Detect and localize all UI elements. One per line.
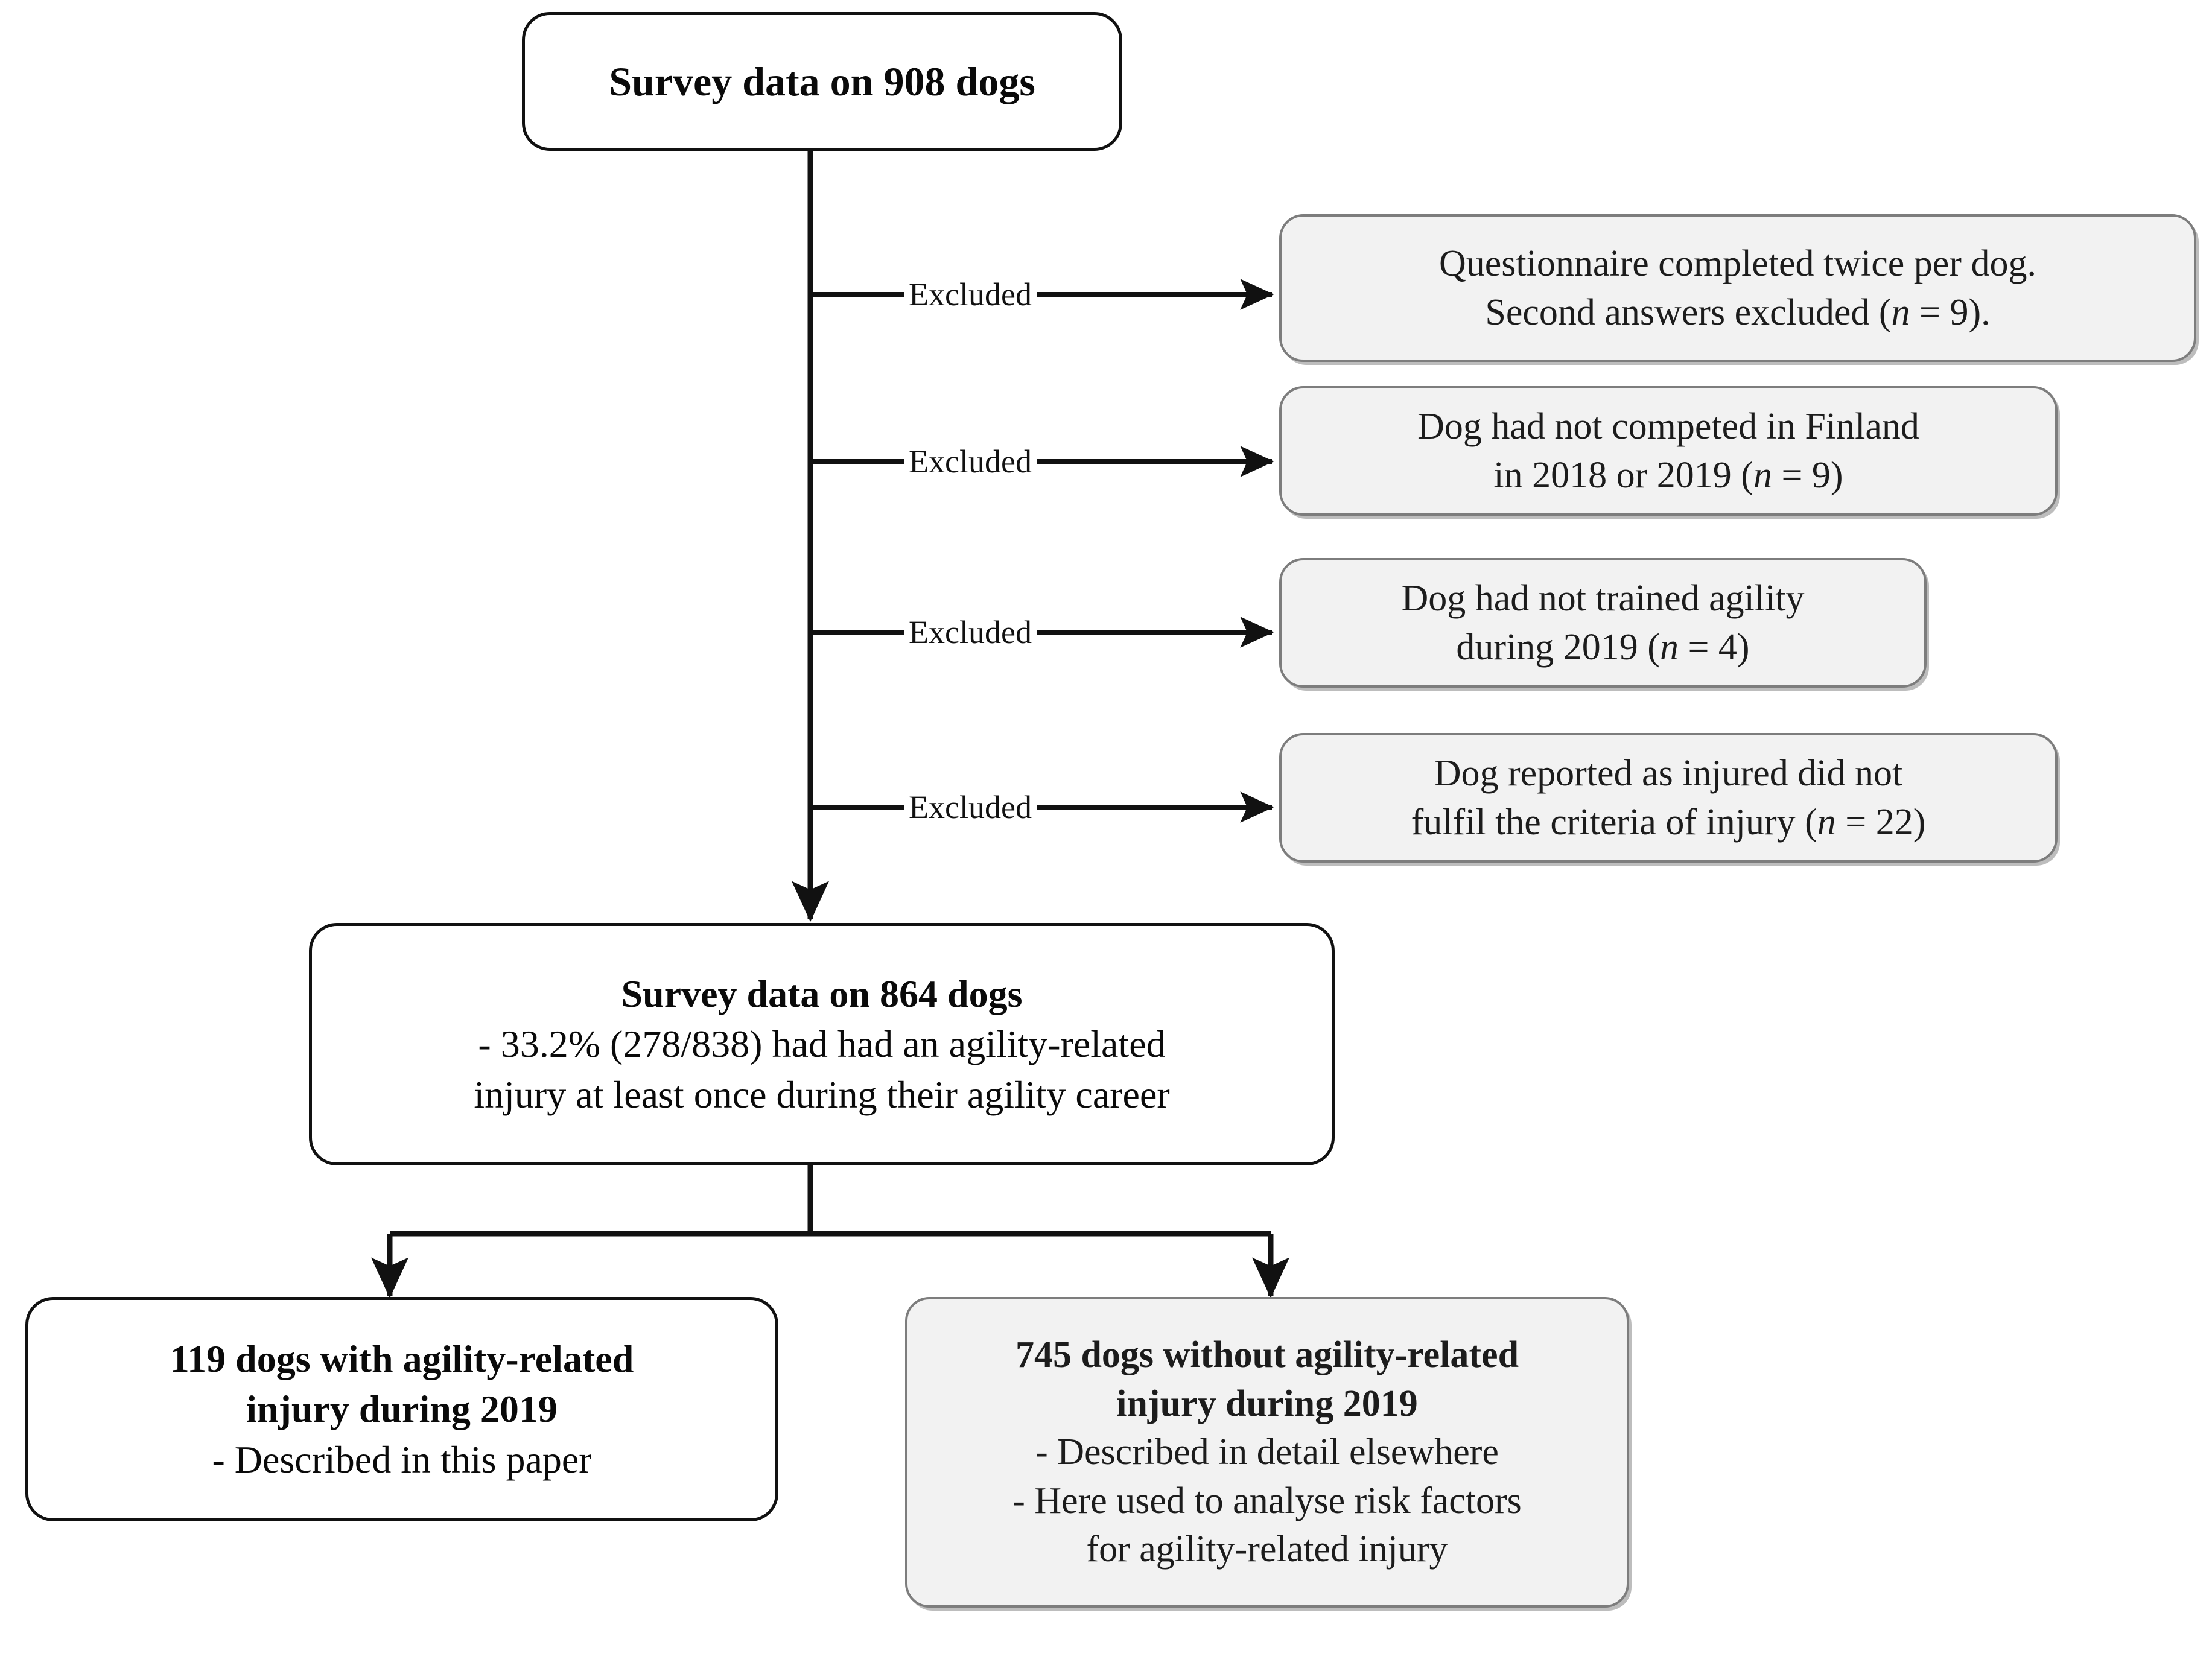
node-survey-908-dogs: Survey data on 908 dogs [522, 12, 1122, 151]
node-line-text: Dog had not trained agility [1401, 577, 1805, 619]
node-line: fulfil the criteria of injury (n = 22) [1411, 798, 1926, 847]
node-line-suffix: = 22) [1835, 801, 1926, 843]
node-line: during 2019 (n = 4) [1456, 623, 1749, 672]
node-line: Dog reported as injured did not [1434, 749, 1903, 798]
edge-label-excluded-1: Excluded [904, 277, 1037, 312]
node-line: 745 dogs without agility-related [1015, 1334, 1519, 1376]
edge-label-excluded-2: Excluded [904, 444, 1037, 479]
node-line-text: Second answers excluded ( [1485, 291, 1892, 333]
node-line: for agility-related injury [1086, 1529, 1448, 1570]
node-line: - Described in this paper [212, 1438, 592, 1481]
node-line: Dog had not competed in Finland [1417, 402, 1919, 451]
node-line: Second answers excluded (n = 9). [1485, 288, 1990, 337]
node-exclusion-3-not-trained-agility: Dog had not trained agility during 2019 … [1279, 558, 1927, 688]
node-line: injury during 2019 [1116, 1383, 1418, 1424]
node-line: injury at least once during their agilit… [474, 1073, 1170, 1116]
node-survey-864-dogs: Survey data on 864 dogs - 33.2% (278/838… [309, 923, 1335, 1165]
node-line: Survey data on 908 dogs [609, 58, 1035, 104]
connector-fork [370, 1165, 1290, 1299]
node-line: Survey data on 864 dogs [621, 972, 1023, 1016]
node-line: - Described in detail elsewhere [1035, 1431, 1499, 1473]
n-symbol: n [1817, 801, 1836, 843]
node-line-suffix: = 9) [1772, 454, 1843, 496]
node-line-text: fulfil the criteria of injury ( [1411, 801, 1817, 843]
edge-label-excluded-3: Excluded [904, 615, 1037, 650]
n-symbol: n [1891, 291, 1910, 333]
node-exclusion-4-criteria-not-fulfilled: Dog reported as injured did not fulfil t… [1279, 733, 2058, 863]
node-line: in 2018 or 2019 (n = 9) [1493, 451, 1843, 500]
node-line: Dog had not trained agility [1401, 574, 1804, 623]
edge-label-excluded-4: Excluded [904, 790, 1037, 825]
node-line-suffix: = 9). [1910, 291, 1991, 333]
node-line: - Here used to analyse risk factors [1012, 1480, 1522, 1521]
node-line: - 33.2% (278/838) had had an agility-rel… [478, 1022, 1166, 1066]
node-line: Questionnaire completed twice per dog. [1439, 239, 2036, 288]
node-119-dogs-with-injury: 119 dogs with agility-related injury dur… [25, 1297, 778, 1521]
node-line-text: in 2018 or 2019 ( [1493, 454, 1753, 496]
node-745-dogs-without-injury: 745 dogs without agility-related injury … [905, 1297, 1629, 1608]
node-exclusion-1-duplicate-questionnaire: Questionnaire completed twice per dog. S… [1279, 214, 2196, 362]
node-line-suffix: = 4) [1678, 626, 1750, 668]
node-line-text: Dog reported as injured did not [1434, 752, 1903, 794]
node-line: 119 dogs with agility-related [170, 1337, 634, 1381]
n-symbol: n [1753, 454, 1772, 496]
n-symbol: n [1659, 626, 1679, 668]
node-line-text: during 2019 ( [1456, 626, 1660, 668]
node-exclusion-2-not-competed-finland: Dog had not competed in Finland in 2018 … [1279, 386, 2058, 516]
node-line-text: Questionnaire completed twice per dog. [1439, 243, 2036, 284]
node-line-text: Dog had not competed in Finland [1417, 405, 1919, 447]
node-line: injury during 2019 [246, 1387, 558, 1431]
